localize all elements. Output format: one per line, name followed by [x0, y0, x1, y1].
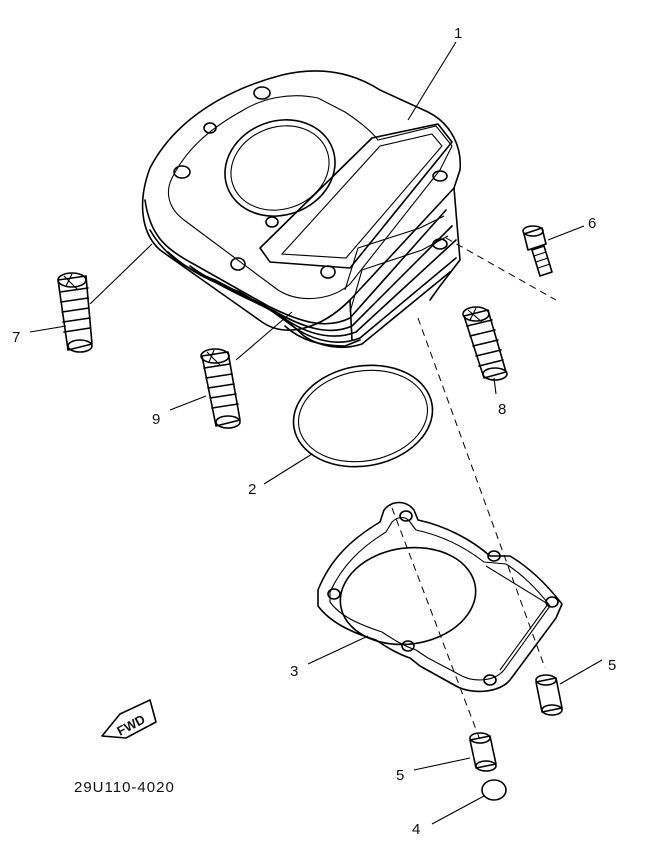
- callout-4: 4: [412, 821, 420, 838]
- callout-3: 3: [290, 663, 298, 680]
- callout-5-right: 5: [608, 657, 616, 674]
- callout-labels: 1 6 7 9 8 2 3 5 5 4: [12, 25, 616, 838]
- alignment-lines: [391, 237, 557, 741]
- dowel-pin-part-7: [57, 272, 93, 353]
- dowel-part-5-right: [535, 674, 563, 716]
- base-gasket-part-3: [317, 501, 563, 693]
- callout-9: 9: [152, 411, 160, 428]
- bolt-part-6: [522, 225, 553, 277]
- callout-1: 1: [454, 25, 462, 42]
- cylinder-part: [141, 70, 462, 349]
- fwd-arrow: FWD: [101, 699, 157, 739]
- leader-lines: [29, 41, 603, 825]
- diagram-code: 29U110-4020: [74, 779, 175, 796]
- callout-6: 6: [588, 215, 596, 232]
- callout-2: 2: [248, 481, 256, 498]
- o-ring-part-2: [292, 364, 434, 468]
- o-ring-part-4: [481, 779, 507, 801]
- callout-8: 8: [498, 401, 506, 418]
- callout-7: 7: [12, 329, 20, 346]
- callout-5-bottom: 5: [396, 767, 404, 784]
- dowel-pin-part-8: [462, 306, 508, 381]
- dowel-pin-part-9: [200, 348, 241, 429]
- dowel-part-5-bottom: [469, 732, 497, 772]
